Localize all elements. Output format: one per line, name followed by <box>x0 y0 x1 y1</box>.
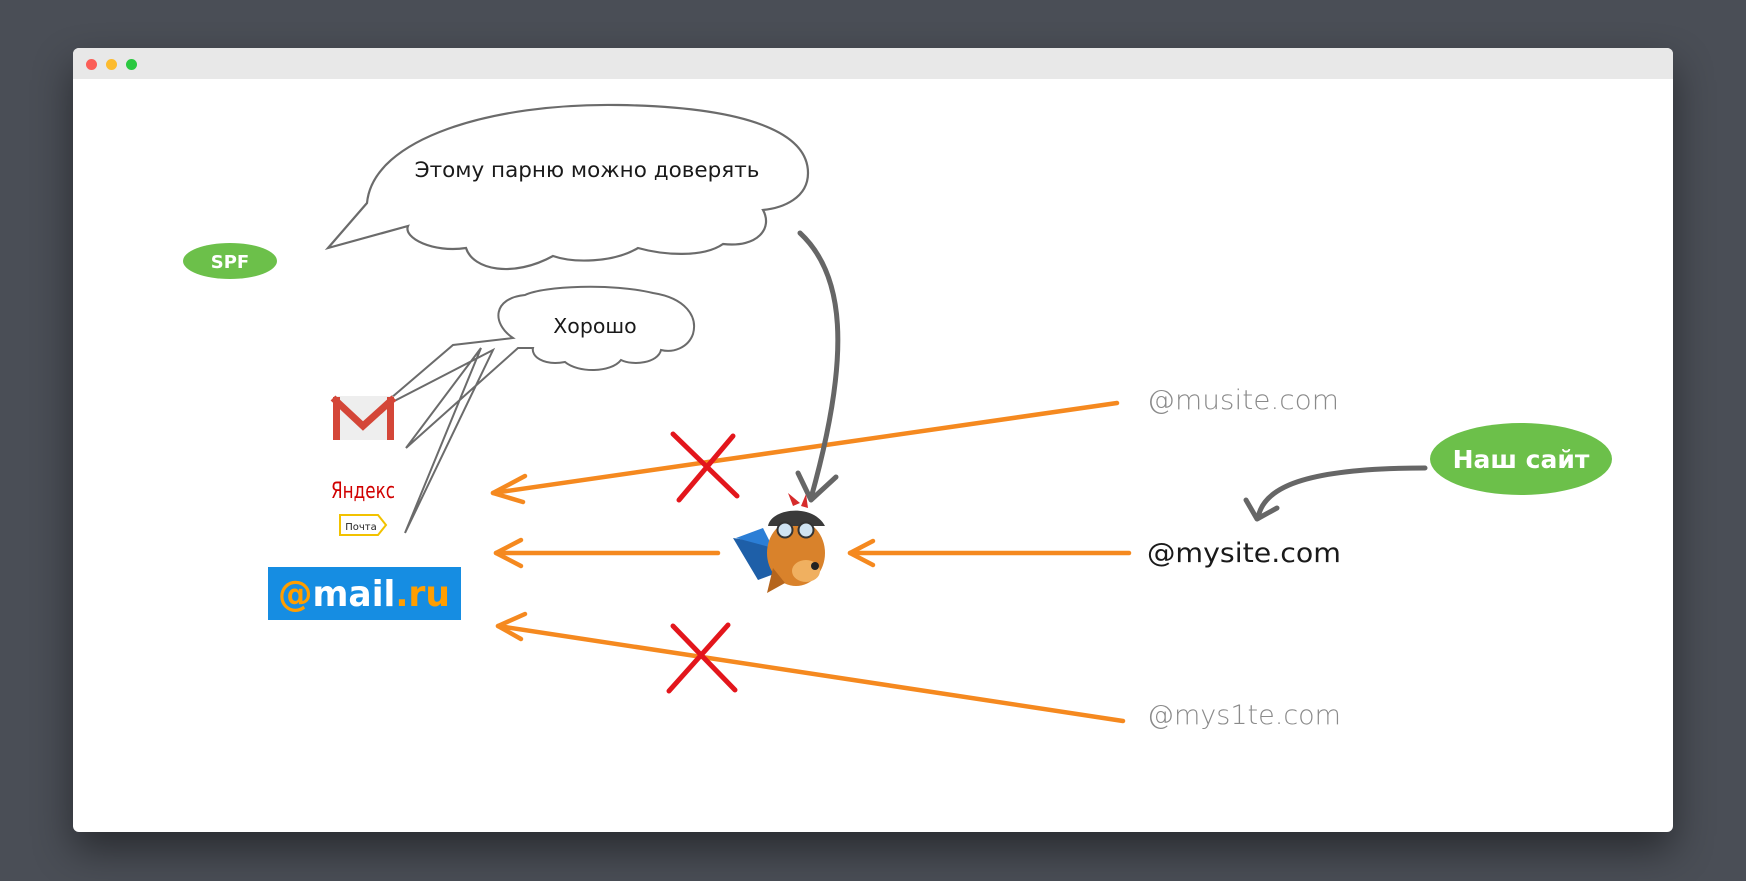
mailru-logo: @mail.ru <box>268 567 461 620</box>
mailru-logo-text: @mail.ru <box>278 574 450 615</box>
spf-badge: SPF <box>183 243 277 279</box>
diagram-canvas: Этому парню можно доверять SPF Хорошо Ян… <box>183 103 1612 731</box>
ok-speech-bubble: Хорошо <box>376 285 695 534</box>
yandex-mail-logo: Яндекс Почта <box>331 479 395 536</box>
minimize-button[interactable] <box>106 59 117 70</box>
trust-to-sender-arrow <box>795 230 841 503</box>
our-site-badge: Наш сайт <box>1430 423 1612 495</box>
pilot-dog-icon <box>733 493 825 593</box>
domain-fake-top: @musite.com <box>1147 385 1339 416</box>
zoom-button[interactable] <box>126 59 137 70</box>
reject-cross-top <box>670 431 740 503</box>
sender-to-yandex-arrow <box>493 537 721 569</box>
fake-bottom-arrow <box>495 611 1126 724</box>
trust-bubble-text: Этому парню можно доверять <box>415 158 760 183</box>
reject-cross-bottom <box>666 622 738 694</box>
close-button[interactable] <box>86 59 97 70</box>
real-to-sender-arrow <box>847 538 1132 568</box>
our-site-badge-label: Наш сайт <box>1453 445 1590 474</box>
yandex-logo-subtext: Почта <box>345 522 377 533</box>
domain-real: @mysite.com <box>1147 538 1341 569</box>
trust-speech-bubble: Этому парню можно доверять <box>324 103 810 271</box>
spf-badge-label: SPF <box>211 252 249 273</box>
domain-fake-bottom: @mys1te.com <box>1147 700 1341 731</box>
yandex-logo-text: Яндекс <box>331 479 395 504</box>
gmail-icon <box>330 395 397 440</box>
browser-window: Этому парню можно доверять SPF Хорошо Ян… <box>73 48 1673 832</box>
ok-bubble-text: Хорошо <box>553 314 636 338</box>
our-site-arrow <box>1243 465 1428 522</box>
title-bar <box>73 48 1673 79</box>
fake-top-arrow <box>490 400 1120 505</box>
